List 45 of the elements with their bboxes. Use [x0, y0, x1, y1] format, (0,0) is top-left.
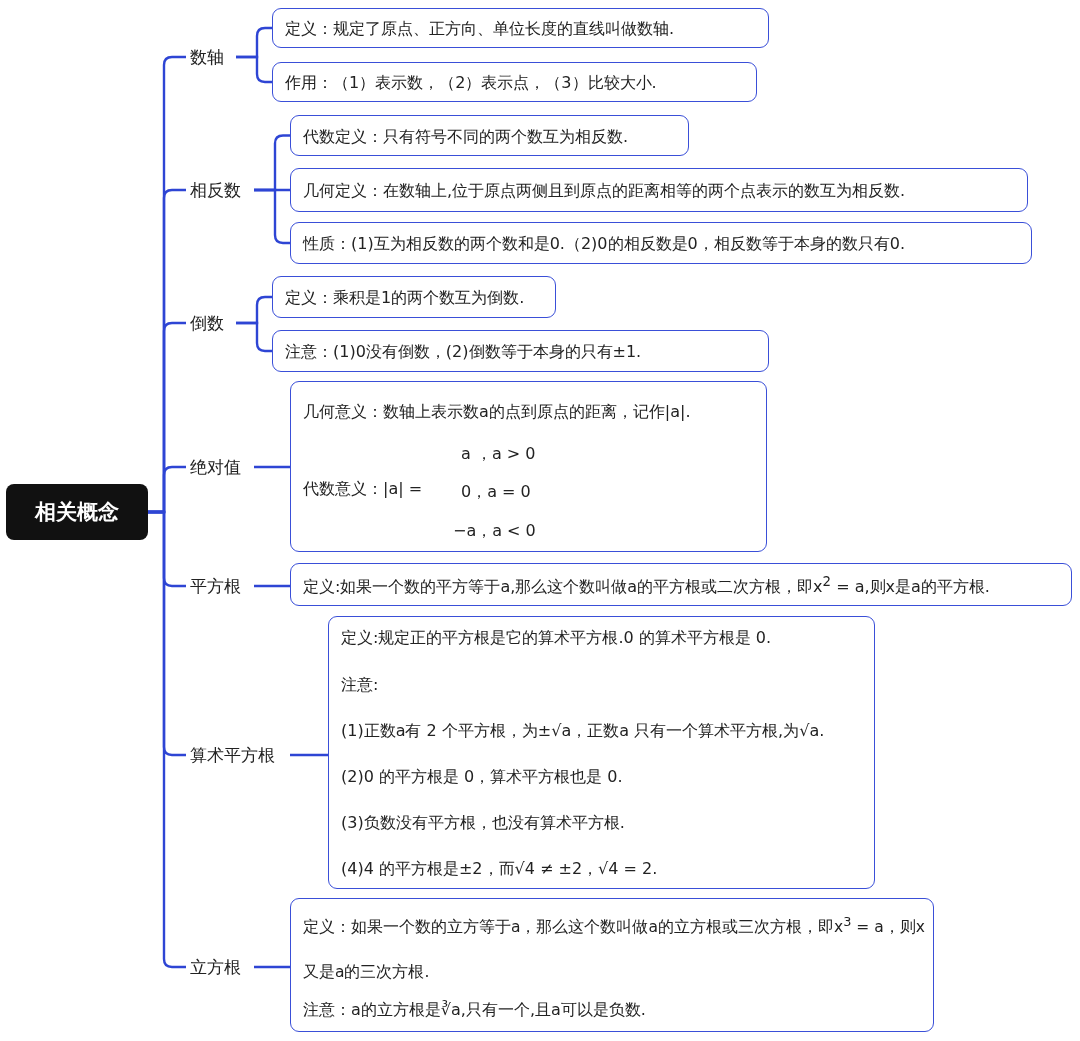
definition-box: [290, 898, 934, 1032]
definition-box: [328, 616, 875, 889]
definition-box: [272, 62, 757, 102]
definition-text: 注意：a的立方根是∛a,只有一个,且a可以是负数.: [303, 999, 646, 1021]
definition-text: (1)正数a有 2 个平方根，为±√a，正数a 只有一个算术平方根,为√a.: [341, 720, 825, 742]
definition-box: [290, 168, 1028, 212]
definition-text: 作用：（1）表示数，（2）表示点，（3）比较大小.: [285, 72, 657, 94]
definition-text: 代数意义：|a| =: [303, 478, 423, 500]
definition-text: 几何意义：数轴上表示数a的点到原点的距离，记作|a|.: [303, 401, 691, 423]
topic-label: 绝对值: [186, 452, 254, 482]
topic-label: 相反数: [186, 175, 254, 205]
definition-text: 性质：(1)互为相反数的两个数和是0.（2)0的相反数是0，相反数等于本身的数只有0.: [303, 233, 905, 255]
definition-text: 代数定义：只有符号不同的两个数互为相反数.: [303, 126, 629, 147]
definition-text: 几何定义：在数轴上,位于原点两侧且到原点的距离相等的两个点表示的数互为相反数.: [303, 180, 906, 202]
connector: [254, 584, 290, 588]
definition-text: (2)0 的平方根是 0，算术平方根也是 0.: [341, 766, 623, 788]
definition-text: 注意：(1)0没有倒数，(2)倒数等于本身的只有±1.: [285, 341, 642, 363]
definition-box: [272, 330, 769, 372]
definition-text: (3)负数没有平方根，也没有算术平方根.: [341, 812, 625, 834]
definition-text: 定义:如果一个数的平方等于a,那么这个数叫做a的平方根或二次方根，即x$^{2}$ = a,则x是a的平方根.: [303, 573, 990, 598]
topic-label: 算术平方根: [186, 740, 290, 770]
definition-text: −a，a < 0: [453, 520, 536, 542]
definition-text: (4)4 的平方根是±2，而√4 ≠ ±2，√4 = 2.: [341, 858, 658, 880]
definition-text: 定义:规定正的平方根是它的算术平方根.0 的算术平方根是 0.: [341, 627, 772, 649]
definition-box: [290, 563, 1072, 606]
definition-box: [290, 115, 689, 156]
topic-label: 平方根: [186, 571, 254, 601]
definition-box: [290, 222, 1032, 264]
definition-text: 定义：如果一个数的立方等于a，那么这个数叫做a的立方根或三次方根，即x$^{3}$ = a，则x又是a的三次方根.: [303, 913, 926, 984]
connector: [254, 465, 290, 469]
definition-text: 定义：规定了原点、正方向、单位长度的直线叫做数轴.: [285, 18, 675, 40]
definition-text: 0，a = 0: [461, 481, 531, 503]
connector: [254, 965, 290, 969]
connector: [148, 510, 186, 969]
definition-box: [272, 276, 556, 318]
topic-label: 立方根: [186, 952, 254, 982]
definition-text: a ，a > 0: [461, 443, 536, 465]
topic-label: 倒数: [186, 308, 236, 338]
definition-text: 注意:: [341, 674, 379, 696]
definition-box: [290, 381, 767, 552]
definition-text: 定义：乘积是1的两个数互为倒数.: [285, 287, 525, 309]
connector: [290, 753, 328, 757]
topic-label: 数轴: [186, 42, 236, 72]
root-topic: 相关概念: [6, 484, 148, 540]
definition-box: [272, 8, 769, 48]
